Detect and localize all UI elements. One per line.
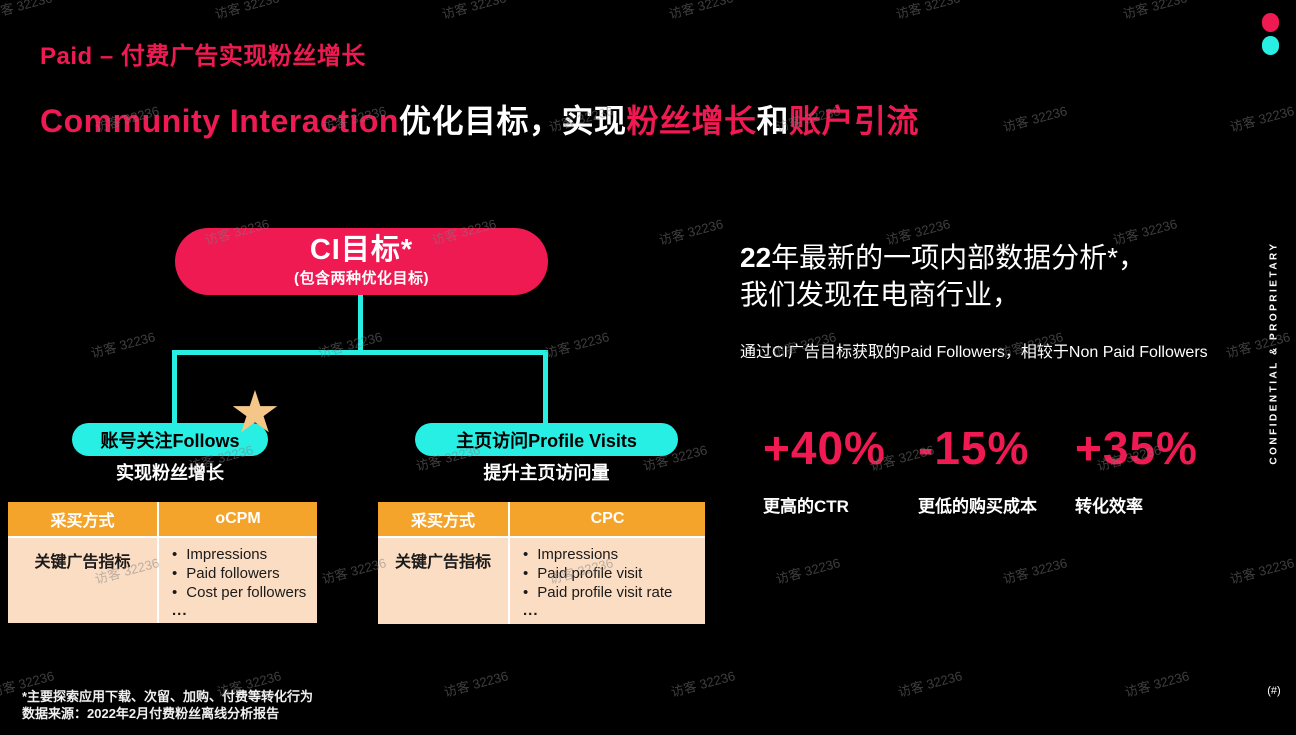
watermark-text: 访客 32236 <box>669 668 737 700</box>
title-part-4: 和 <box>756 103 790 139</box>
cpc-table: 采买方式 CPC 关键广告指标 Impressions Paid profile… <box>378 502 705 624</box>
title-part-3: 粉丝增长 <box>626 103 757 139</box>
stat-conversion: +35% 转化效率 <box>1075 424 1230 517</box>
watermark-text: 访客 32236 <box>657 216 725 248</box>
logo-dot-pink <box>1262 13 1279 32</box>
watermark-text: 访客 32236 <box>1001 555 1069 587</box>
footnote: *主要探索应用下载、次留、加购、付费等转化行为 数据来源：2022年2月付费粉丝… <box>22 688 313 722</box>
connector-horizontal <box>172 350 548 355</box>
watermark-text: 访客 32236 <box>1224 329 1292 361</box>
watermark-text: 访客 32236 <box>440 0 508 22</box>
profile-visits-caption: 提升主页访问量 <box>483 463 610 483</box>
table-header-cpc: CPC <box>510 502 705 536</box>
watermark-text: 访客 32236 <box>543 329 611 361</box>
table-header-ocpm: oCPM <box>159 502 317 536</box>
metric-bullet: Impressions <box>523 545 701 564</box>
star-icon: ★ <box>229 380 281 445</box>
watermark-text: 访客 32236 <box>774 555 842 587</box>
title-part-2: 优化目标，实现 <box>398 103 627 139</box>
stat-label: 更低的购买成本 <box>918 497 1037 516</box>
watermark-text: 访客 32236 <box>316 329 384 361</box>
slide-title: Community Interaction优化目标，实现粉丝增长和账户引流 <box>40 96 919 142</box>
watermark-text: 访客 32236 <box>0 0 54 22</box>
ci-goal-title: CI目标* <box>309 234 414 267</box>
watermark-text: 访客 32236 <box>894 0 962 22</box>
table-metrics-cell: Impressions Paid profile visit Paid prof… <box>510 538 705 624</box>
metric-bullet: Paid profile visit rate <box>523 583 701 602</box>
footnote-line-2: 数据来源：2022年2月付费粉丝离线分析报告 <box>22 706 280 721</box>
connector-right <box>543 350 548 423</box>
metric-bullet: Cost per followers <box>172 583 313 602</box>
stat-ctr: +40% 更高的CTR <box>763 424 918 517</box>
insight-line-1-text: 年最新的一项内部数据分析*， <box>771 242 1147 273</box>
watermark-text: 访客 32236 <box>213 0 281 22</box>
watermark-text: 访客 32236 <box>1228 103 1296 135</box>
stat-value: +40% <box>763 422 886 474</box>
profile-visits-node: 主页访问Profile Visits <box>415 423 678 456</box>
insight-subline: 通过CI广告目标获取的Paid Followers，相较于Non Paid Fo… <box>740 344 1208 361</box>
table-header-buy-method: 采买方式 <box>378 502 508 536</box>
metric-ellipsis: ... <box>523 602 539 619</box>
connector-root <box>358 295 363 352</box>
confidential-label: CONFIDENTIAL & PROPRIETARY <box>1268 241 1280 465</box>
stat-label: 更高的CTR <box>763 497 849 516</box>
footnote-line-1: *主要探索应用下载、次留、加购、付费等转化行为 <box>22 689 314 704</box>
watermark-text: 访客 32236 <box>896 668 964 700</box>
follows-node: 账号关注Follows <box>72 423 268 456</box>
table-row-label: 关键广告指标 <box>8 538 157 623</box>
watermark-text: 访客 32236 <box>667 0 735 22</box>
table-header-buy-method: 采买方式 <box>8 502 157 536</box>
stat-value: -15% <box>918 422 1030 474</box>
ci-goal-node: CI目标* (包含两种优化目标) <box>175 228 548 295</box>
slide-kicker: Paid – 付费广告实现粉丝增长 <box>40 43 366 70</box>
insight-line-2: 我们发现在电商行业， <box>740 279 1021 310</box>
connector-left <box>172 350 177 423</box>
insight-year: 22 <box>740 242 772 273</box>
logo-dot-cyan <box>1262 36 1279 55</box>
ci-goal-subtitle: (包含两种优化目标) <box>294 269 429 287</box>
title-part-5: 账户引流 <box>789 103 920 139</box>
watermark-text: 访客 32236 <box>1228 555 1296 587</box>
insight-line-1: 22年最新的一项内部数据分析*， <box>740 236 1146 276</box>
watermark-text: 访客 32236 <box>442 668 510 700</box>
metric-bullet: Paid followers <box>172 564 313 583</box>
watermark-text: 访客 32236 <box>89 329 157 361</box>
title-part-1: Community Interaction <box>40 103 399 139</box>
watermark-text: 访客 32236 <box>1001 103 1069 135</box>
stat-label: 转化效率 <box>1075 497 1143 516</box>
table-metrics-cell: Impressions Paid followers Cost per foll… <box>159 538 317 623</box>
metric-bullet: Paid profile visit <box>523 564 701 583</box>
ocpm-table: 采买方式 oCPM 关键广告指标 Impressions Paid follow… <box>8 502 317 623</box>
page-number: (#) <box>1267 685 1281 697</box>
stat-value: +35% <box>1075 422 1198 474</box>
stat-cost: -15% 更低的购买成本 <box>918 424 1078 517</box>
metric-bullet: Impressions <box>172 545 313 564</box>
metric-ellipsis: ... <box>172 602 188 619</box>
follows-caption: 实现粉丝增长 <box>116 463 224 483</box>
watermark-text: 访客 32236 <box>1121 0 1189 22</box>
table-row-label: 关键广告指标 <box>378 538 508 624</box>
watermark-text: 访客 32236 <box>1123 668 1191 700</box>
